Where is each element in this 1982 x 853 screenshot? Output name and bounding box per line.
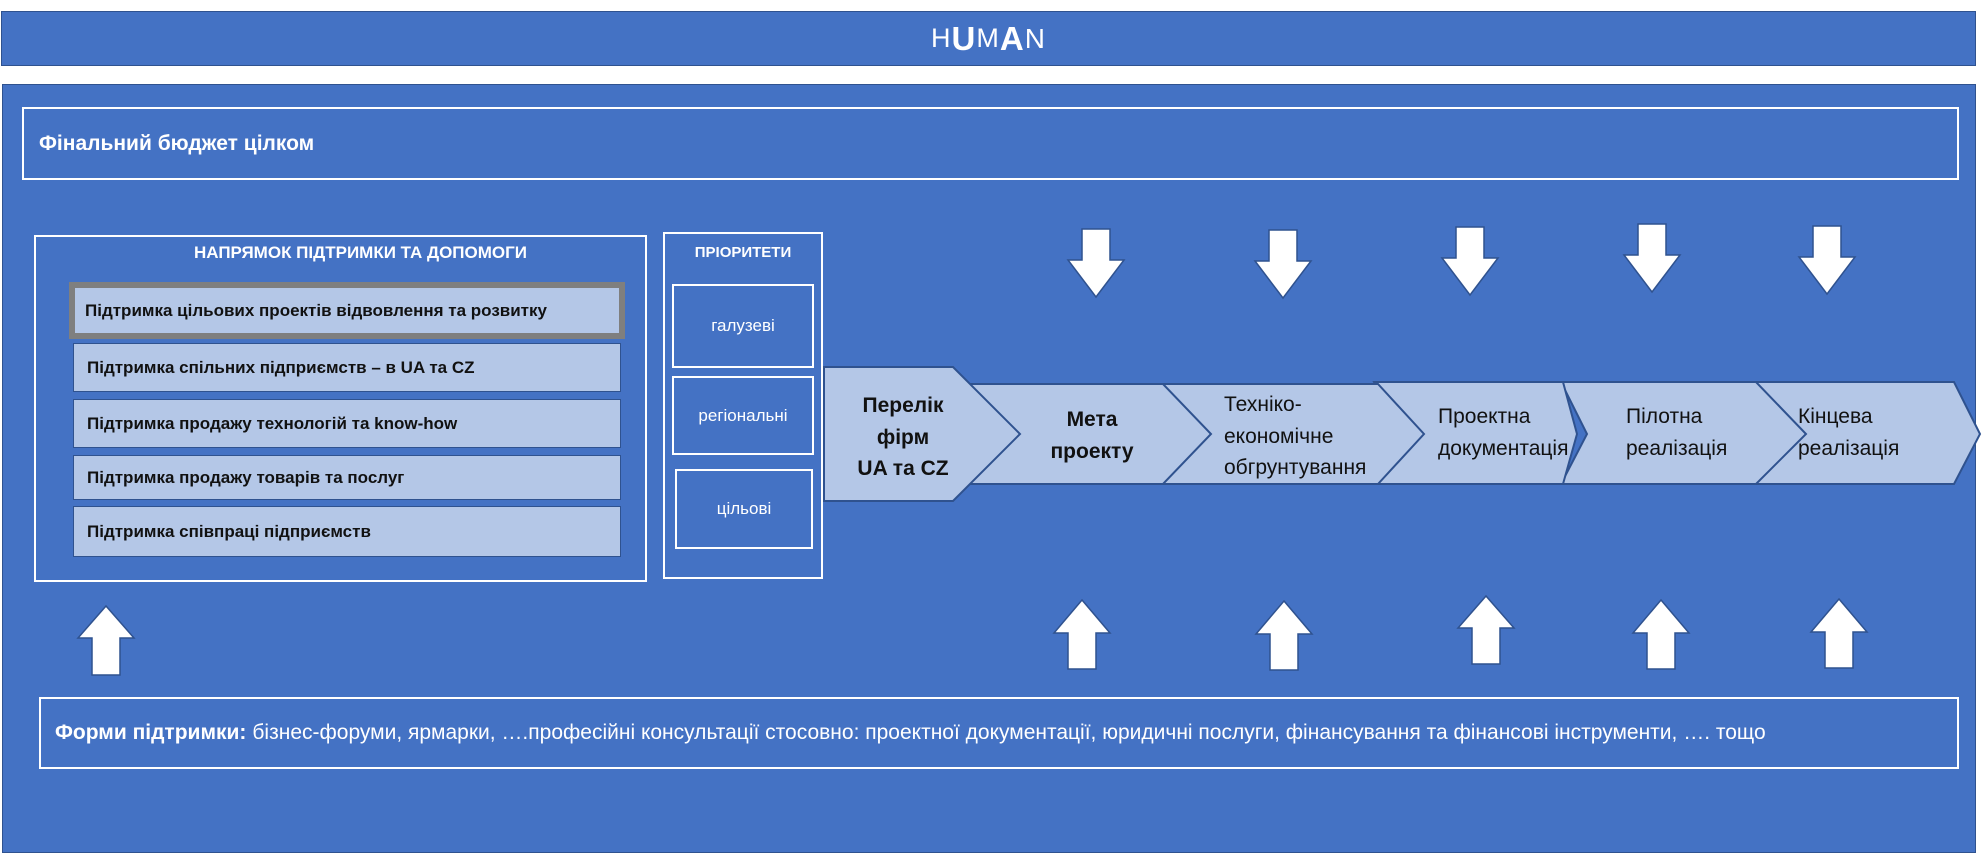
direction-item-label: Підтримка спільних підприємств – в UA та…	[87, 357, 475, 377]
direction-item-label: Підтримка цільових проектів відвовлення …	[85, 300, 547, 320]
title-rest: N	[1024, 22, 1046, 54]
down-arrow-icon	[1622, 223, 1682, 294]
priority-item-regional[interactable]: регіональні	[672, 376, 814, 455]
chevron-label-line: реалізація	[1626, 436, 1728, 460]
direction-item-goods-services[interactable]: Підтримка продажу товарів та послуг	[73, 455, 621, 500]
title-u: U	[951, 19, 977, 57]
up-arrow-icon	[1809, 597, 1869, 669]
chevron-label-line: Проектна	[1438, 405, 1531, 428]
chevron-label-line: Пілотна	[1626, 405, 1703, 428]
up-arrow-icon	[1254, 599, 1314, 671]
support-directions-title: НАПРЯМОК ПІДТРИМКИ ТА ДОПОМОГИ	[194, 243, 527, 262]
support-forms-box: Форми підтримки: бізнес-форуми, ярмарки,…	[39, 697, 1959, 769]
chevron-label-line: Техніко-	[1224, 393, 1302, 416]
down-arrow-icon	[1797, 225, 1857, 296]
priority-item-label: цільові	[716, 499, 772, 518]
support-forms-text: бізнес-форуми, ярмарки, ….професійні кон…	[252, 721, 1766, 744]
chevron-label-line: Перелік	[862, 394, 944, 417]
chevron-label-line: реалізація	[1798, 436, 1900, 460]
chevron-label-line: економічне	[1224, 424, 1334, 448]
priority-item-targeted[interactable]: цільові	[675, 469, 813, 549]
down-arrow-icon	[1253, 229, 1313, 300]
direction-item-technology-sales[interactable]: Підтримка продажу технологій та know-how	[73, 399, 621, 448]
direction-item-target-projects[interactable]: Підтримка цільових проектів відвовлення …	[69, 282, 625, 339]
chevron-project-goal-label: Мета проекту	[1032, 404, 1152, 467]
final-budget-box: Фінальний бюджет цілком	[22, 107, 1959, 180]
chevron-pilot-implementation-label: Пілотна реалізація	[1626, 401, 1756, 464]
support-directions-panel	[34, 235, 647, 582]
title-a: A	[999, 19, 1025, 57]
chevron-company-list	[823, 366, 1022, 502]
chevron-feasibility-study-label: Техніко- економічне обгрунтування	[1224, 389, 1384, 484]
support-forms-label: Форми підтримки:	[55, 721, 247, 744]
direction-item-label: Підтримка продажу технологій та know-how	[87, 413, 458, 433]
down-arrow-icon	[1440, 226, 1500, 297]
up-arrow-icon	[1456, 594, 1516, 665]
chevron-company-list-label: Перелік фірм UA та CZ	[842, 390, 964, 485]
up-arrow-icon	[76, 604, 136, 676]
direction-item-label: Підтримка продажу товарів та послуг	[87, 467, 405, 487]
chevron-label-line: фірм	[876, 425, 930, 449]
chevron-label-line: UA та CZ	[857, 457, 949, 480]
up-arrow-icon	[1631, 598, 1691, 670]
title-h: H	[931, 23, 952, 53]
title-m: M	[976, 23, 1000, 53]
chevron-label-line: проекту	[1050, 439, 1134, 463]
chevron-final-implementation-label: Кінцева реалізація	[1798, 401, 1928, 464]
up-arrow-icon	[1052, 598, 1112, 670]
chevron-label-line: документація	[1438, 436, 1569, 460]
chevron-label-line: Кінцева	[1798, 405, 1873, 428]
chevron-label-line: обгрунтування	[1224, 456, 1367, 479]
chevron-pilot-implementation	[1559, 381, 1808, 485]
direction-item-joint-ventures[interactable]: Підтримка спільних підприємств – в UA та…	[73, 343, 621, 392]
priorities-panel	[663, 232, 823, 579]
down-arrow-icon	[1066, 228, 1126, 299]
chevron-label-line: Мета	[1066, 408, 1118, 431]
chevron-project-documentation-label: Проектна документація	[1438, 401, 1588, 464]
direction-item-cooperation[interactable]: Підтримка співпраці підприємств	[73, 506, 621, 557]
priorities-title: ПРІОРИТЕТИ	[694, 244, 792, 261]
final-budget-label: Фінальний бюджет цілком	[39, 131, 315, 155]
priority-item-sectoral[interactable]: галузеві	[672, 284, 814, 368]
direction-item-label: Підтримка співпраці підприємств	[87, 521, 371, 541]
priority-item-label: галузеві	[711, 316, 775, 335]
priority-item-label: регіональні	[698, 405, 788, 425]
